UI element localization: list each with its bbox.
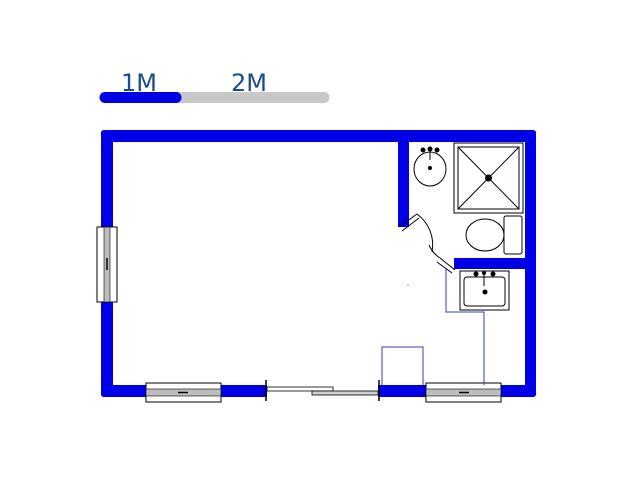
wall-bottom-3 [378,385,428,397]
window-bottom-right [425,382,502,403]
sliding-door [265,380,380,401]
basin-icon [413,146,447,187]
wall-bottom-4 [499,385,536,397]
exterior-walls [101,130,536,397]
bathroom-door [398,213,456,274]
window-left [96,226,118,303]
wall-left-lower [101,300,113,397]
wall-bottom-2 [219,385,267,397]
scale-bar: 1M 2M [99,69,330,103]
scale-label-2m: 2M [231,69,267,97]
toilet-icon [465,215,523,255]
scale-label-1m: 1M [121,69,157,97]
wall-bathroom-bottom [454,258,536,269]
interior-walls [398,130,536,269]
wall-top [101,130,536,142]
shower-icon [453,142,524,214]
room-center-dot [407,284,409,286]
window-bottom-left [145,382,222,403]
wall-left-upper [101,130,113,230]
wall-bathroom-left [398,130,409,227]
kitchen-sink-icon [459,270,510,311]
counter-outline [381,269,485,385]
wall-bottom-1 [101,385,149,397]
